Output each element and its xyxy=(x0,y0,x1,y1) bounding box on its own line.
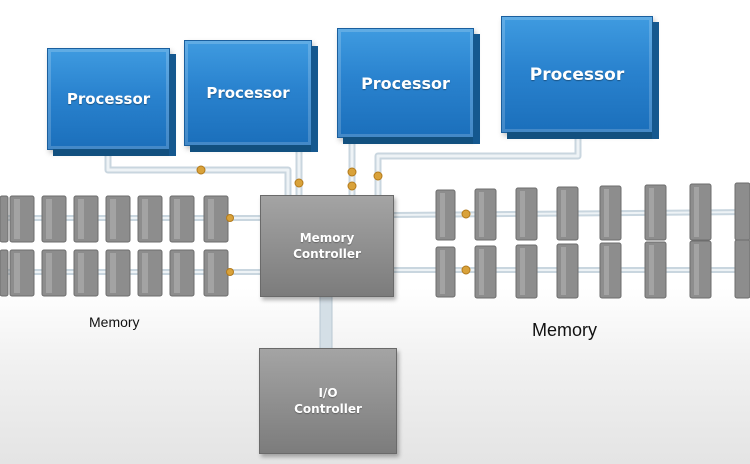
data-packet xyxy=(226,268,234,276)
memory-module xyxy=(105,195,131,243)
memory-module xyxy=(435,246,456,298)
processor-4: Processor xyxy=(501,16,659,139)
bus-memory-to-io xyxy=(319,295,333,350)
memory-module xyxy=(734,182,750,241)
processor-1: Processor xyxy=(47,48,176,156)
data-packet xyxy=(294,178,304,188)
processor-label: Processor xyxy=(206,84,290,102)
memory-module xyxy=(137,249,163,297)
memory-module xyxy=(435,189,456,241)
memory-module xyxy=(556,243,579,299)
memory-module xyxy=(41,195,67,243)
processor-label: Processor xyxy=(361,73,450,93)
memory-module xyxy=(689,183,712,241)
processor-2: Processor xyxy=(184,40,318,152)
data-packet xyxy=(347,181,357,191)
io-controller-label-line2: Controller xyxy=(294,402,362,416)
memory-module xyxy=(41,249,67,297)
data-packet xyxy=(373,171,383,181)
memory-module xyxy=(644,184,667,241)
memory-module xyxy=(9,195,35,243)
memory-module xyxy=(515,187,538,241)
memory-controller-label-line1: Memory xyxy=(299,231,355,245)
memory-module xyxy=(644,241,667,299)
memory-module xyxy=(0,249,9,297)
data-packet xyxy=(461,265,471,275)
memory-module xyxy=(73,195,99,243)
data-packet xyxy=(226,214,234,222)
io-controller-label-line1: I/O xyxy=(318,386,338,400)
io-controller: I/O Controller xyxy=(259,348,397,454)
memory-module xyxy=(203,249,229,297)
data-packet xyxy=(461,209,471,219)
processor-3: Processor xyxy=(337,28,480,144)
memory-module xyxy=(599,185,622,241)
memory-module xyxy=(474,245,497,299)
memory-controller: Memory Controller xyxy=(260,195,394,297)
data-packet xyxy=(196,165,206,175)
memory-module xyxy=(734,239,750,299)
memory-module xyxy=(689,240,712,299)
memory-module xyxy=(556,186,579,241)
memory-controller-label-line2: Controller xyxy=(293,247,361,261)
memory-module xyxy=(599,242,622,299)
memory-module xyxy=(105,249,131,297)
bus-processor-1 xyxy=(104,150,292,197)
memory-module xyxy=(169,249,195,297)
memory-module xyxy=(9,249,35,297)
memory-module xyxy=(203,195,229,243)
memory-label-right: Memory xyxy=(532,320,598,340)
processor-label: Processor xyxy=(529,64,625,85)
memory-module xyxy=(169,195,195,243)
processor-label: Processor xyxy=(66,90,151,108)
memory-module xyxy=(0,195,9,243)
memory-module xyxy=(137,195,163,243)
data-packet xyxy=(347,167,357,177)
memory-module xyxy=(515,244,538,299)
memory-label-left: Memory xyxy=(89,314,140,330)
memory-module xyxy=(73,249,99,297)
data-packets xyxy=(196,165,471,276)
memory-module xyxy=(474,188,497,241)
